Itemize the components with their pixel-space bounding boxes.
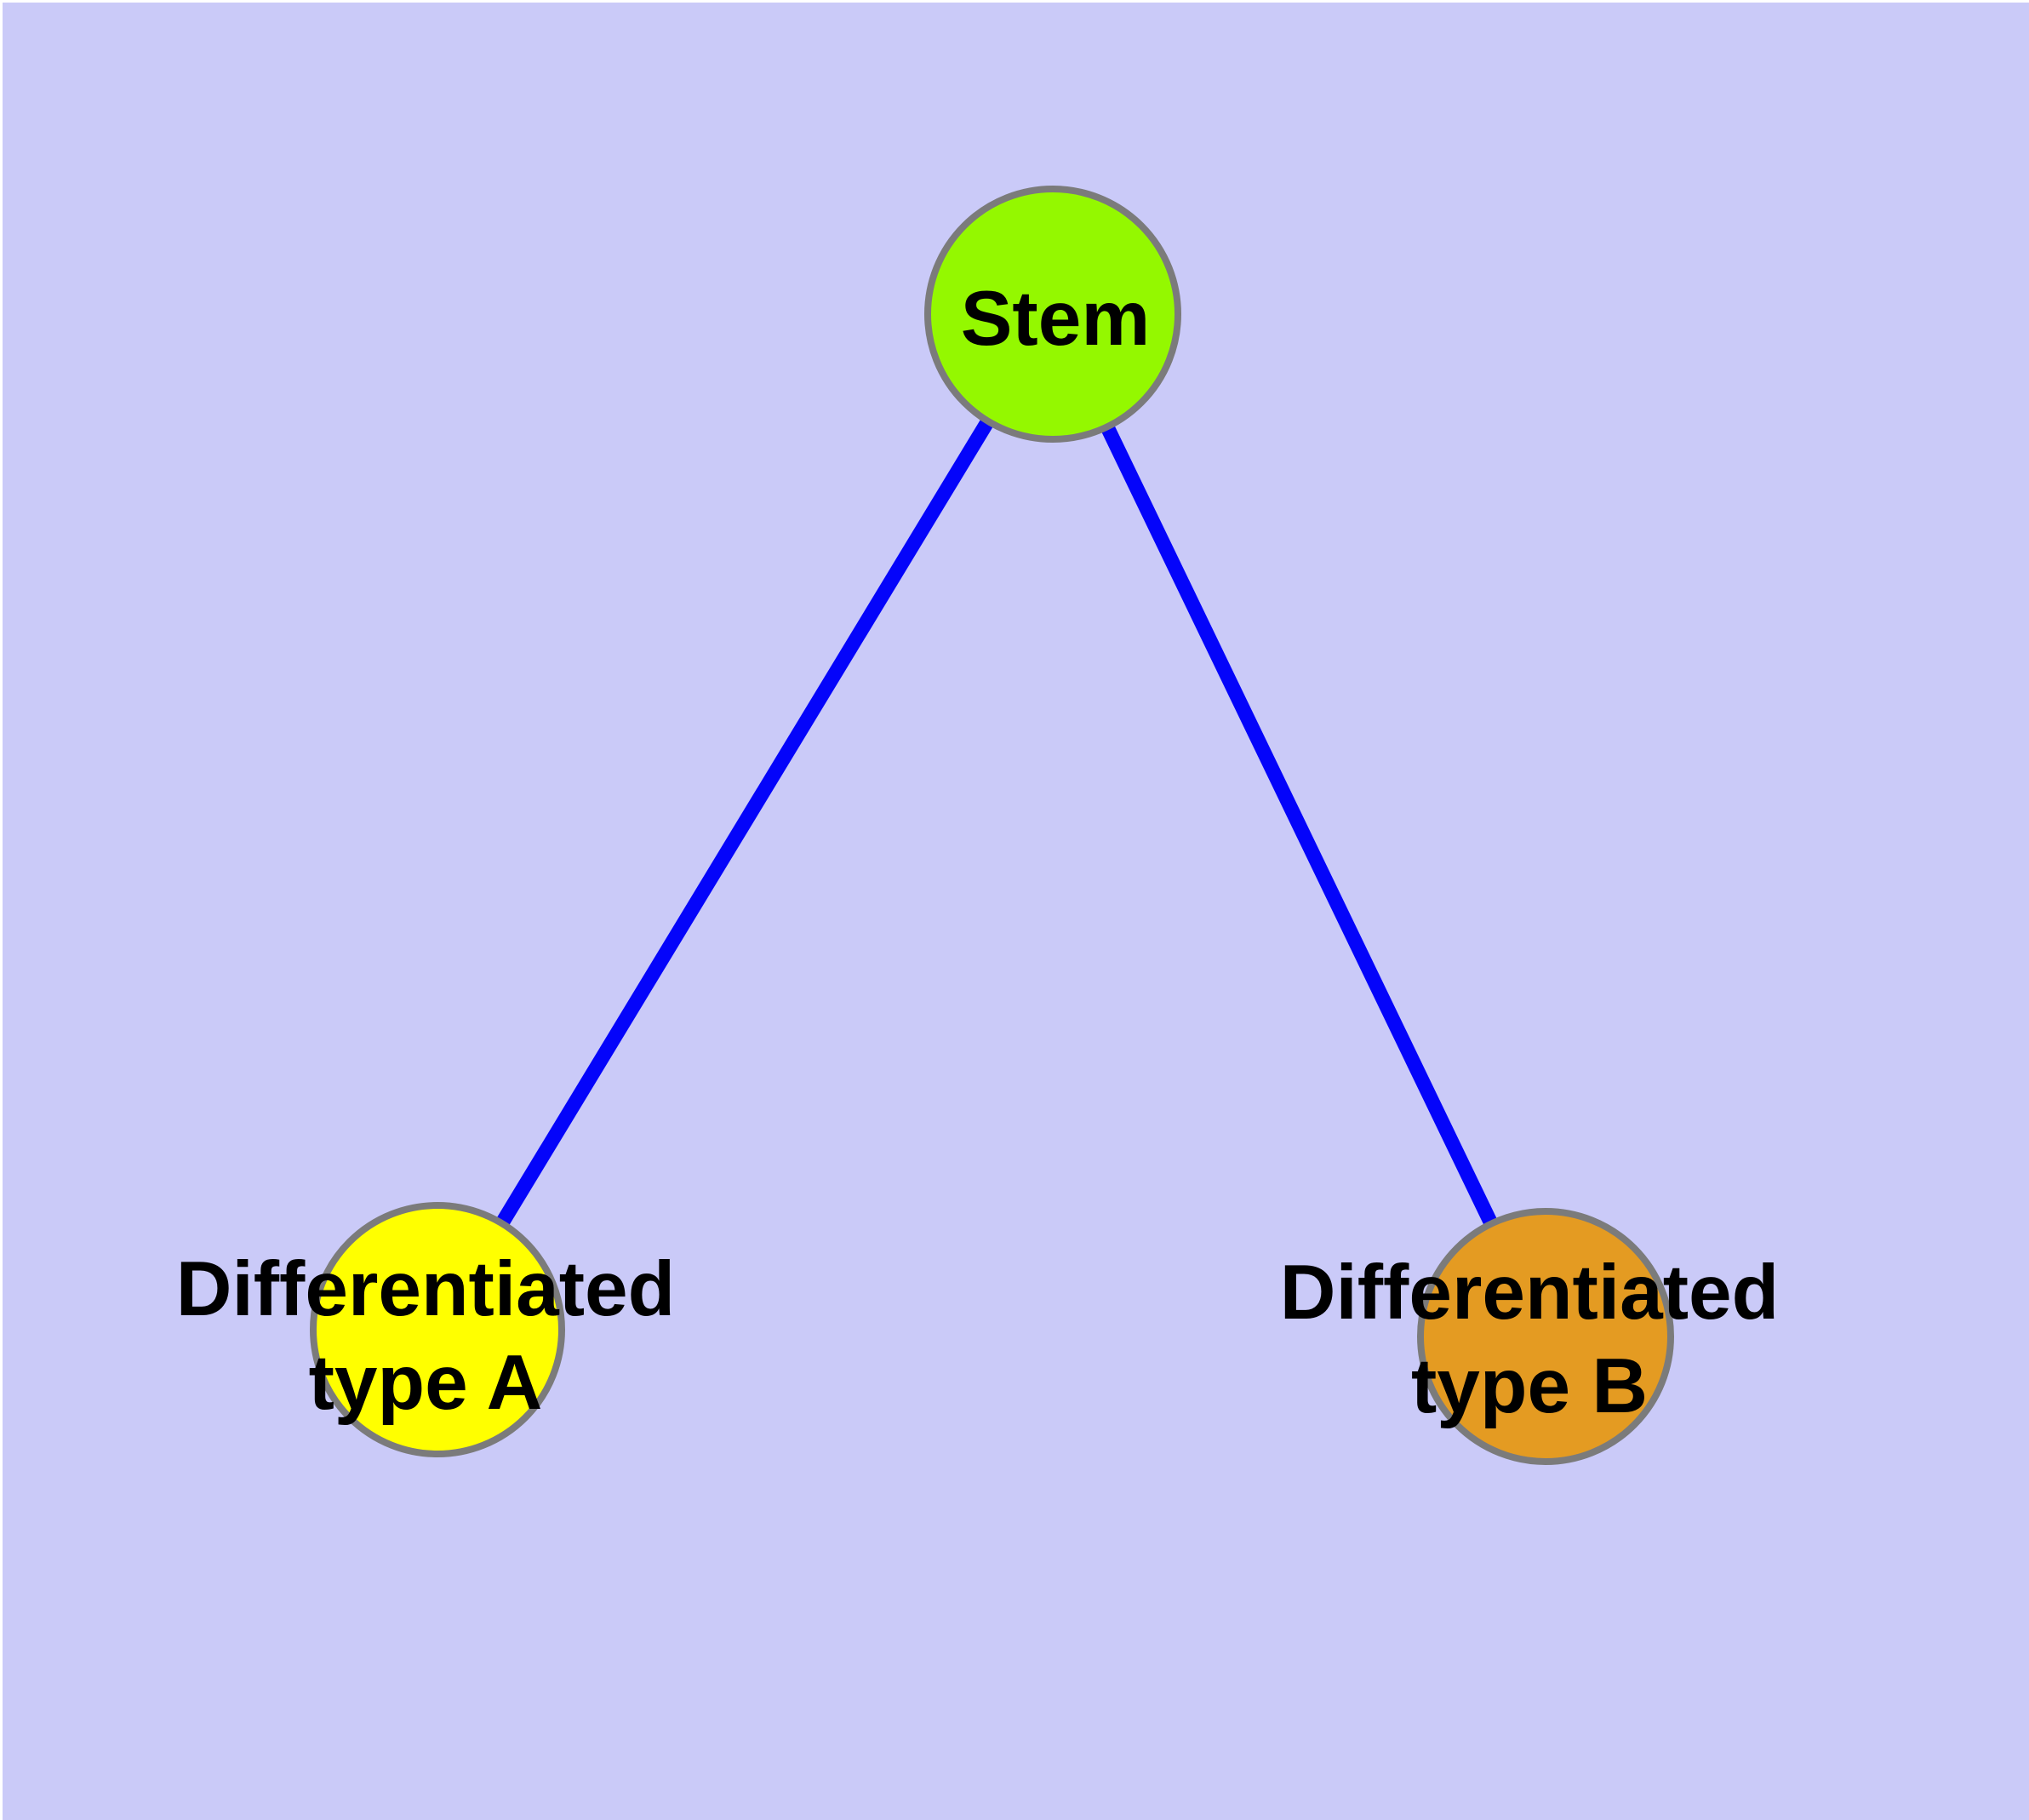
graph-svg	[3, 3, 2029, 1820]
node-differentiated-type-a-circle	[310, 1202, 565, 1457]
edge-stem-to-differentiated-type-a	[431, 310, 1060, 1334]
node-stem-label: Stem	[960, 276, 1151, 362]
node-stem-circle	[924, 186, 1181, 443]
node-differentiated-type-b-circle	[1417, 1208, 1674, 1465]
node-layer	[310, 186, 1674, 1465]
edge-layer	[431, 310, 1552, 1340]
edge-stem-to-differentiated-type-b	[1046, 311, 1552, 1340]
node-differentiated-type-a-label: Differentiated type A	[175, 1246, 676, 1426]
node-differentiated-type-b-label: Differentiated type B	[1279, 1250, 1780, 1429]
